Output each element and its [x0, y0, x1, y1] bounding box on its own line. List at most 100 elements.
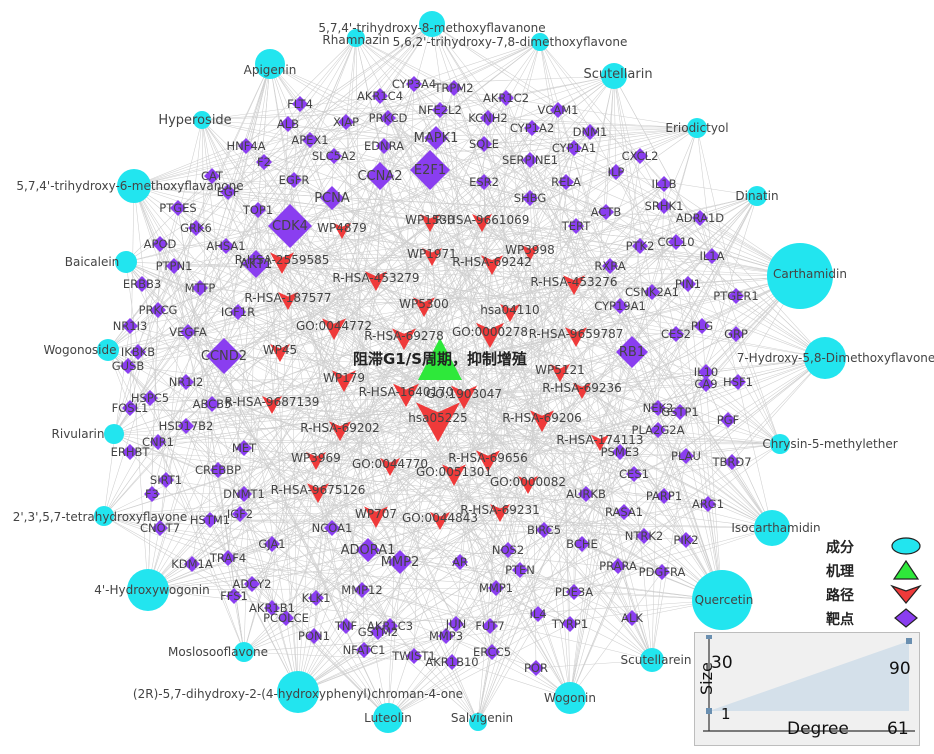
pathway-node[interactable] [322, 318, 346, 340]
target-node[interactable] [448, 616, 464, 632]
target-node[interactable] [728, 326, 744, 342]
target-node[interactable] [550, 102, 566, 118]
target-node[interactable] [626, 466, 642, 482]
target-node[interactable] [268, 204, 312, 248]
target-node[interactable] [388, 550, 412, 574]
target-node[interactable] [668, 234, 684, 250]
target-node[interactable] [306, 628, 322, 644]
target-node[interactable] [142, 390, 158, 406]
target-node[interactable] [152, 236, 168, 252]
target-node[interactable] [530, 606, 546, 622]
target-node[interactable] [536, 522, 552, 538]
target-node[interactable] [558, 174, 574, 190]
compound-node[interactable] [770, 434, 790, 454]
target-node[interactable] [476, 136, 492, 152]
compound-node[interactable] [469, 713, 487, 731]
target-node[interactable] [522, 152, 538, 168]
compound-node[interactable] [373, 703, 403, 733]
compound-node[interactable] [601, 63, 627, 89]
compound-node[interactable] [115, 251, 137, 273]
target-node[interactable] [236, 440, 252, 456]
target-node[interactable] [438, 628, 454, 644]
pathway-node[interactable] [451, 385, 477, 409]
target-node[interactable] [184, 556, 200, 572]
compound-node[interactable] [692, 570, 752, 630]
pathway-node[interactable] [591, 434, 609, 451]
compound-node[interactable] [554, 682, 586, 714]
target-node[interactable] [656, 198, 672, 214]
target-node[interactable] [210, 462, 226, 478]
target-node[interactable] [264, 536, 280, 552]
target-node[interactable] [582, 124, 598, 140]
compound-node[interactable] [747, 186, 767, 206]
target-node[interactable] [122, 444, 138, 460]
pathway-node[interactable] [573, 382, 591, 399]
target-node[interactable] [444, 654, 460, 670]
target-node[interactable] [220, 184, 236, 200]
compound-node[interactable] [117, 169, 151, 203]
compound-node[interactable] [104, 424, 124, 444]
target-node[interactable] [644, 284, 660, 300]
target-node[interactable] [624, 610, 640, 626]
target-node[interactable] [566, 584, 582, 600]
pathway-node[interactable] [476, 450, 500, 472]
pathway-node[interactable] [422, 248, 442, 266]
target-node[interactable] [376, 138, 392, 154]
target-node[interactable] [178, 374, 194, 390]
target-node[interactable] [372, 88, 388, 104]
target-node[interactable] [366, 162, 394, 190]
target-node[interactable] [150, 302, 166, 318]
target-node[interactable] [672, 404, 688, 420]
target-node[interactable] [566, 140, 582, 156]
pathway-node[interactable] [563, 275, 585, 295]
target-node[interactable] [452, 554, 468, 570]
target-node[interactable] [338, 114, 354, 130]
mechanism-node[interactable] [418, 338, 462, 380]
target-node[interactable] [598, 204, 614, 220]
pathway-node[interactable] [332, 370, 356, 392]
target-node[interactable] [616, 504, 632, 520]
pathway-node[interactable] [270, 344, 290, 362]
pathway-node[interactable] [530, 410, 554, 432]
target-node[interactable] [244, 576, 260, 592]
target-node[interactable] [134, 276, 150, 292]
target-node[interactable] [178, 418, 194, 434]
pathway-node[interactable] [500, 304, 520, 322]
target-node[interactable] [180, 324, 196, 340]
pathway-node[interactable] [565, 327, 587, 347]
compound-node[interactable] [754, 510, 790, 546]
target-node[interactable] [204, 396, 220, 412]
target-node[interactable] [728, 288, 744, 304]
target-node[interactable] [324, 520, 340, 536]
pathway-node[interactable] [380, 458, 400, 476]
pathway-node[interactable] [364, 506, 388, 528]
target-node[interactable] [650, 422, 666, 438]
target-node[interactable] [356, 642, 372, 658]
pathway-node[interactable] [490, 504, 510, 522]
target-node[interactable] [144, 486, 160, 502]
target-node[interactable] [370, 624, 386, 640]
compound-node[interactable] [767, 243, 833, 309]
compound-node[interactable] [193, 111, 211, 129]
pathway-node[interactable] [481, 255, 503, 275]
pathway-node[interactable] [476, 322, 504, 348]
pathway-node[interactable] [393, 383, 419, 407]
compound-node[interactable] [127, 569, 169, 611]
target-node[interactable] [354, 582, 370, 598]
target-node[interactable] [432, 102, 448, 118]
target-node[interactable] [250, 202, 266, 218]
compound-node[interactable] [531, 33, 549, 51]
pathway-node[interactable] [278, 292, 298, 310]
target-node[interactable] [500, 542, 516, 558]
compound-node[interactable] [97, 339, 119, 361]
target-node[interactable] [188, 220, 204, 236]
target-node[interactable] [302, 132, 318, 148]
target-node[interactable] [724, 454, 740, 470]
target-node[interactable] [380, 110, 396, 126]
compound-node[interactable] [347, 29, 365, 47]
target-node[interactable] [220, 550, 236, 566]
compound-node[interactable] [255, 49, 285, 79]
target-node[interactable] [278, 610, 294, 626]
target-node[interactable] [382, 618, 398, 634]
target-node[interactable] [668, 326, 684, 342]
